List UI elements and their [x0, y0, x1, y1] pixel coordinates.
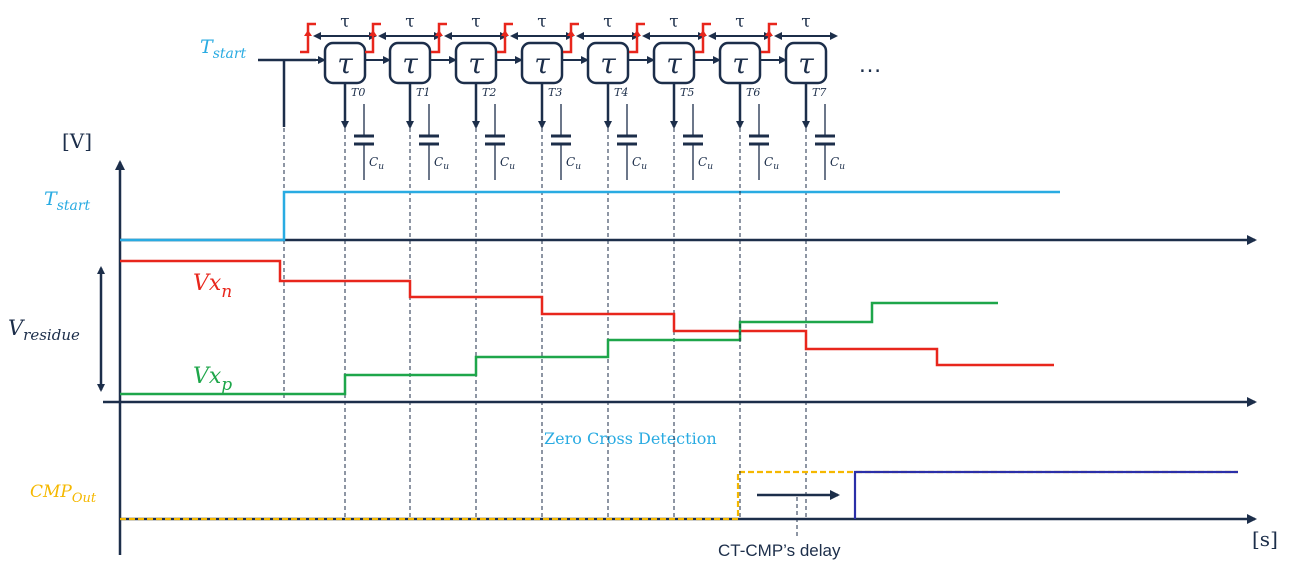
- tap-label-6: T6: [746, 86, 760, 99]
- delay-cell-symbol-6: τ: [732, 47, 748, 80]
- cmp-out-label: CMPOut: [30, 482, 97, 506]
- cap-label-4: Cu: [632, 155, 647, 172]
- cap-label-sub-4: u: [641, 162, 647, 172]
- cap-label-sub-3: u: [575, 162, 581, 172]
- cap-label-sub-7: u: [839, 162, 845, 172]
- tau-span-label-2: τ: [471, 12, 480, 32]
- tap-label-2: T2: [482, 86, 496, 99]
- clock-edge-icon-3: [497, 22, 513, 54]
- clock-edge-icon-6: [695, 22, 711, 54]
- cap-label-5: Cu: [698, 155, 713, 172]
- cap-label-sub-1: u: [443, 162, 449, 172]
- vxp-wave: [120, 301, 998, 396]
- delay-cell-symbol-2: τ: [468, 47, 484, 80]
- clock-edge-icon-7: [761, 22, 777, 54]
- tap-label-5: T5: [680, 86, 694, 99]
- t-start-axis-sub: start: [57, 198, 91, 214]
- ct-cmp-delay-label: CT-CMP’s delay: [718, 541, 841, 560]
- clock-edge-arrow-0: [304, 30, 312, 36]
- clock-edge-arrow-1: [369, 30, 377, 36]
- clock-edge-icon-5: [629, 22, 645, 54]
- cap-label-sub-0: u: [378, 162, 384, 172]
- cap-label-sub-2: u: [509, 162, 515, 172]
- delay-cell-symbol-0: τ: [337, 47, 353, 80]
- tap-label-3: T3: [548, 86, 562, 99]
- tau-span-label-5: τ: [669, 12, 678, 32]
- delay-cell-symbol-1: τ: [402, 47, 418, 80]
- t-start-top-main: T: [200, 36, 214, 58]
- clock-edge-arrow-6: [699, 30, 707, 36]
- vxn-label: Vxn: [193, 271, 232, 302]
- vxn-main: Vx: [193, 271, 222, 296]
- clock-edge-icon-0: [300, 22, 316, 54]
- tau-span-label-0: τ: [340, 12, 349, 32]
- tau-span-label-1: τ: [405, 12, 414, 32]
- cap-label-sub-6: u: [773, 162, 779, 172]
- clock-edge-arrow-3: [501, 30, 509, 36]
- vxn-sub: n: [221, 282, 232, 302]
- t-start-top-sub: start: [213, 46, 247, 62]
- tau-span-label-6: τ: [735, 12, 744, 32]
- vxp-main: Vx: [193, 364, 222, 389]
- cap-label-0: Cu: [369, 155, 384, 172]
- zero-cross-label: Zero Cross Detection: [544, 429, 717, 448]
- clock-edge-icon-2: [431, 22, 447, 54]
- vxn-wave: [120, 259, 1054, 367]
- tau-span-label-7: τ: [801, 12, 810, 32]
- delay-cell-symbol-7: τ: [798, 47, 814, 80]
- vxp-label: Vxp: [193, 364, 232, 395]
- cap-label-6: Cu: [764, 155, 779, 172]
- tap-label-1: T1: [416, 86, 430, 99]
- cap-label-3: Cu: [566, 155, 581, 172]
- delay-cell-symbol-5: τ: [666, 47, 682, 80]
- cmp-real-wave: [853, 470, 1238, 519]
- clock-edge-icon-1: [365, 22, 381, 54]
- tap-label-4: T4: [614, 86, 628, 99]
- clock-edge-arrow-4: [567, 30, 575, 36]
- y-unit-label: [V]: [62, 129, 92, 153]
- v-residue-label: Vresidue: [8, 316, 80, 344]
- delay-chain-ellipsis: …: [858, 51, 882, 78]
- cap-label-sub-5: u: [707, 162, 713, 172]
- vxp-sub: p: [221, 375, 232, 395]
- clock-edge-arrow-7: [765, 30, 773, 36]
- delay-cell-symbol-4: τ: [600, 47, 616, 80]
- tau-span-label-3: τ: [537, 12, 546, 32]
- axes: [103, 160, 1257, 555]
- clock-edge-icon-4: [563, 22, 579, 54]
- delay-cell-symbol-3: τ: [534, 47, 550, 80]
- clock-edge-arrow-2: [435, 30, 443, 36]
- tau-span-label-4: τ: [603, 12, 612, 32]
- x-unit-label: [s]: [1252, 527, 1278, 551]
- cmp-out-sub: Out: [72, 491, 97, 506]
- cap-label-1: Cu: [434, 155, 449, 172]
- tap-label-7: T7: [812, 86, 826, 99]
- cmp-out-main: CMP: [30, 482, 72, 502]
- delay-line-schematic: ττT0CuττT1CuττT2CuττT3CuττT4CuττT5CuττT6…: [258, 12, 845, 180]
- t-start-axis-label: Tstart: [44, 188, 91, 214]
- cap-label-2: Cu: [500, 155, 515, 172]
- t-start-wave: [120, 190, 1060, 242]
- t-start-axis-main: T: [44, 188, 58, 210]
- waveforms: [120, 128, 1238, 536]
- tap-label-0: T0: [351, 86, 365, 99]
- cmp-ideal-wave: [120, 470, 1238, 521]
- cap-label-7: Cu: [830, 155, 845, 172]
- t-start-input-label: Tstart: [200, 36, 247, 62]
- v-residue-main: V: [8, 316, 25, 340]
- clock-edge-arrow-5: [633, 30, 641, 36]
- v-residue-sub: residue: [23, 326, 80, 344]
